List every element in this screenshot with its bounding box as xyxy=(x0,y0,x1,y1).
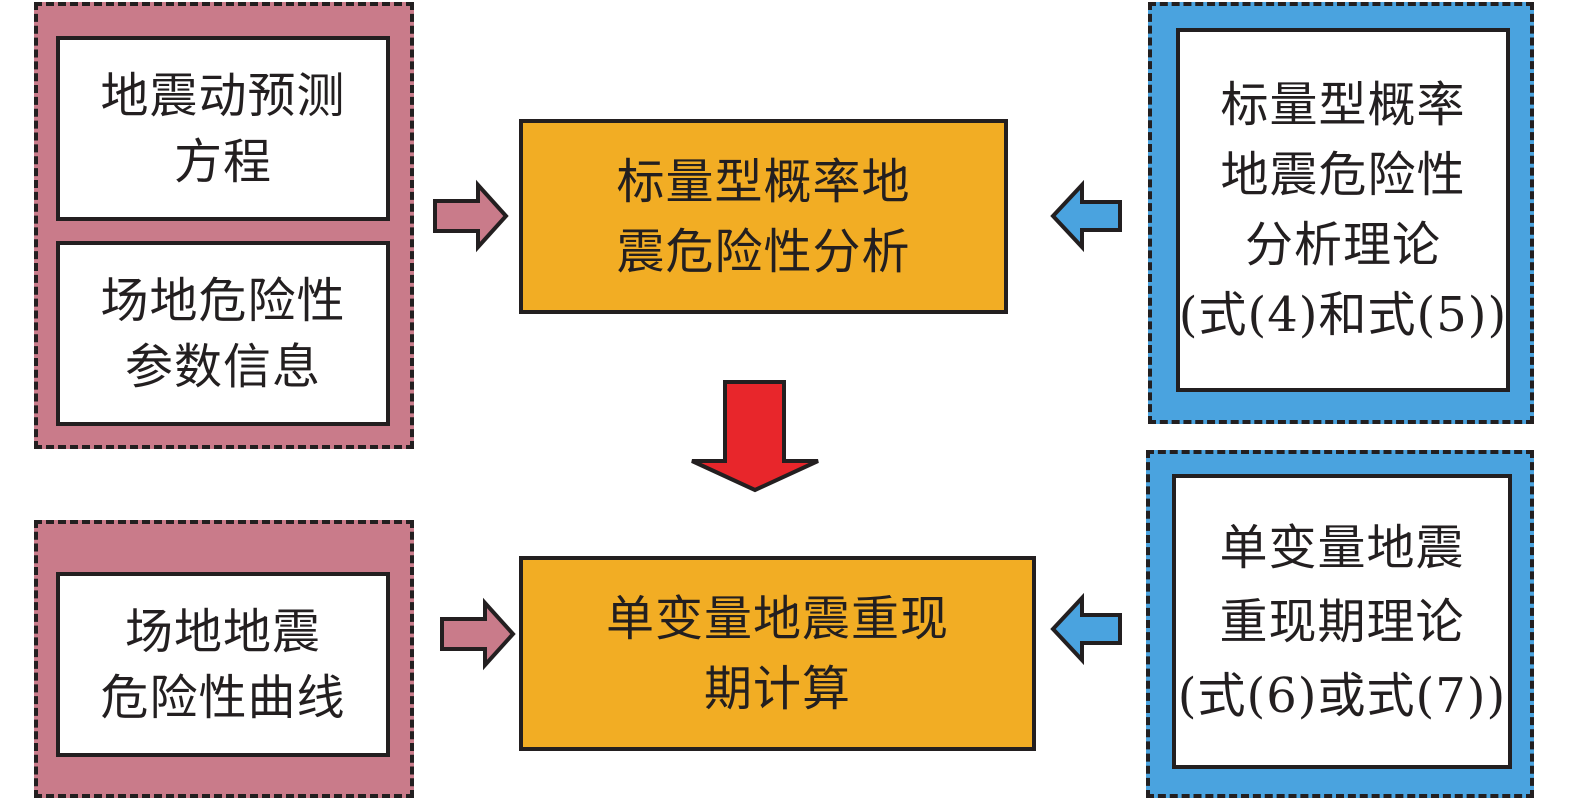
input-panel: 地震动预测 方程 场地危险性 参数信息 xyxy=(34,2,414,449)
return-period-process-box: 单变量地震重现 期计算 xyxy=(519,556,1036,751)
left-arrow-icon xyxy=(1050,179,1122,253)
left-arrow-icon xyxy=(1050,592,1122,666)
site-params-box: 场地危险性 参数信息 xyxy=(56,241,390,426)
down-arrow-icon xyxy=(691,380,819,493)
gmpe-label: 地震动预测 方程 xyxy=(100,67,346,190)
hazard-curve-label: 场地地震 危险性曲线 xyxy=(100,603,346,726)
return-period-theory-label: 单变量地震 重现期理论 (式(6)或式(7)) xyxy=(1177,519,1507,724)
psha-theory-label: 标量型概率 地震危险性 分析理论 (式(4)和式(5)) xyxy=(1178,77,1508,343)
psha-process-label: 标量型概率地 震危险性分析 xyxy=(616,153,911,280)
return-period-theory-panel: 单变量地震 重现期理论 (式(6)或式(7)) xyxy=(1146,450,1534,798)
psha-process-box: 标量型概率地 震危险性分析 xyxy=(519,119,1008,314)
output-panel: 场地地震 危险性曲线 xyxy=(34,520,414,798)
psha-theory-panel: 标量型概率 地震危险性 分析理论 (式(4)和式(5)) xyxy=(1148,2,1534,424)
return-period-process-label: 单变量地震重现 期计算 xyxy=(605,590,949,717)
site-params-label: 场地危险性 参数信息 xyxy=(100,272,346,395)
gmpe-box: 地震动预测 方程 xyxy=(56,36,390,221)
right-arrow-icon xyxy=(433,179,509,253)
psha-theory-box: 标量型概率 地震危险性 分析理论 (式(4)和式(5)) xyxy=(1176,28,1510,392)
hazard-curve-box: 场地地震 危险性曲线 xyxy=(56,572,390,757)
right-arrow-icon xyxy=(440,597,516,671)
return-period-theory-box: 单变量地震 重现期理论 (式(6)或式(7)) xyxy=(1172,474,1512,769)
